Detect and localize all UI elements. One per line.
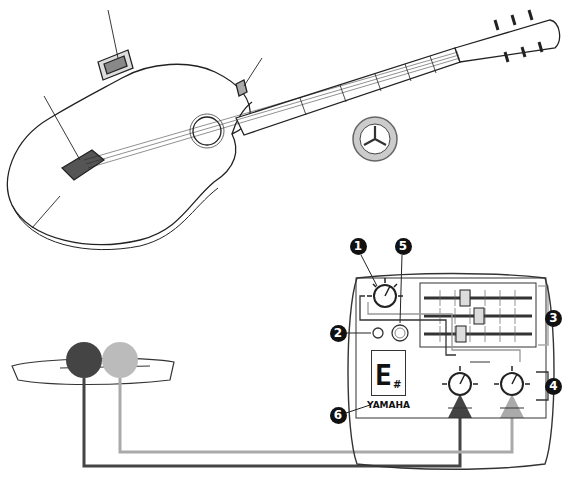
control-panel-parts	[346, 255, 552, 418]
panel-outline	[348, 274, 554, 470]
callout-number: 5	[395, 238, 412, 255]
yamaha-logo-coin	[353, 117, 397, 161]
display-sharp: #	[393, 379, 401, 390]
callout-number: 2	[330, 325, 347, 342]
tuner-display: E#	[371, 350, 406, 396]
control-panel: YAMAHA E#	[343, 272, 559, 472]
callout-number: 1	[350, 238, 367, 255]
guitar-body	[8, 10, 560, 250]
brand-name: YAMAHA	[367, 400, 410, 410]
callout-number: 3	[545, 310, 562, 327]
callout-number: 6	[330, 407, 347, 424]
bridge-pickups	[12, 342, 174, 385]
callout-number: 4	[545, 378, 562, 395]
display-digit: E	[375, 359, 392, 392]
